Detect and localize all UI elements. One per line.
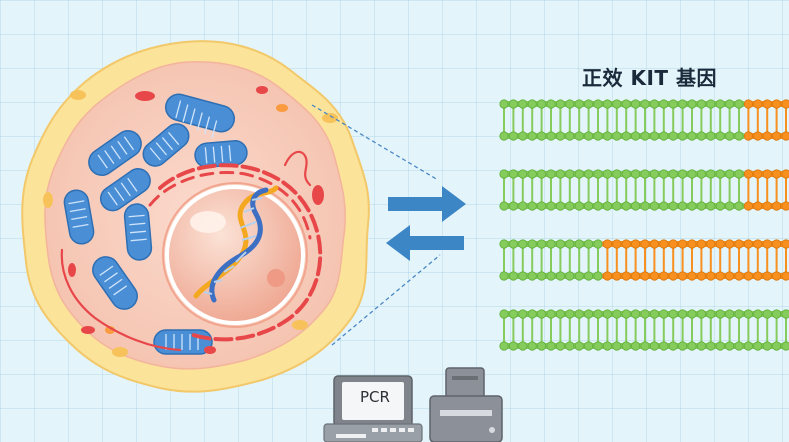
mitochondrion-icon — [153, 329, 213, 355]
membrane-granule — [276, 104, 288, 112]
membrane-granule — [43, 192, 53, 208]
arrow-left-icon — [386, 225, 464, 261]
dna-strand — [499, 239, 789, 281]
membrane-granule — [112, 347, 128, 357]
nucleus-outline — [162, 182, 308, 328]
membrane-granule — [70, 90, 86, 100]
zoom-line — [331, 254, 441, 346]
nucleolus — [267, 269, 285, 287]
pcr-label: PCR — [360, 388, 390, 406]
cell — [21, 40, 370, 393]
membrane-granule — [322, 113, 338, 123]
nucleus — [165, 185, 305, 325]
golgi-strand — [60, 248, 182, 352]
nucleus-highlight — [190, 211, 226, 233]
mitochondrion-icon — [142, 123, 190, 167]
arrow-right-icon — [388, 186, 466, 222]
endoplasmic-reticulum — [158, 163, 323, 342]
zoom-line — [311, 104, 439, 181]
mitochondrion-icon — [92, 256, 138, 310]
er-vesicles — [68, 86, 324, 354]
dna-strand — [499, 169, 789, 211]
dna-helix-icon — [193, 185, 279, 303]
printer-icon — [429, 367, 503, 442]
gene-title: 正效 KIT 基因 — [582, 66, 718, 90]
membrane-granule — [292, 320, 308, 330]
mitochondria-cristae — [68, 100, 232, 350]
dna-strand — [499, 309, 789, 351]
endoplasmic-reticulum — [148, 170, 312, 240]
pcr-machine-icon — [323, 375, 423, 442]
mitochondrion-icon — [164, 93, 236, 133]
gene-strands — [499, 99, 789, 351]
dna-strand — [499, 99, 789, 141]
golgi-strand — [283, 150, 312, 187]
